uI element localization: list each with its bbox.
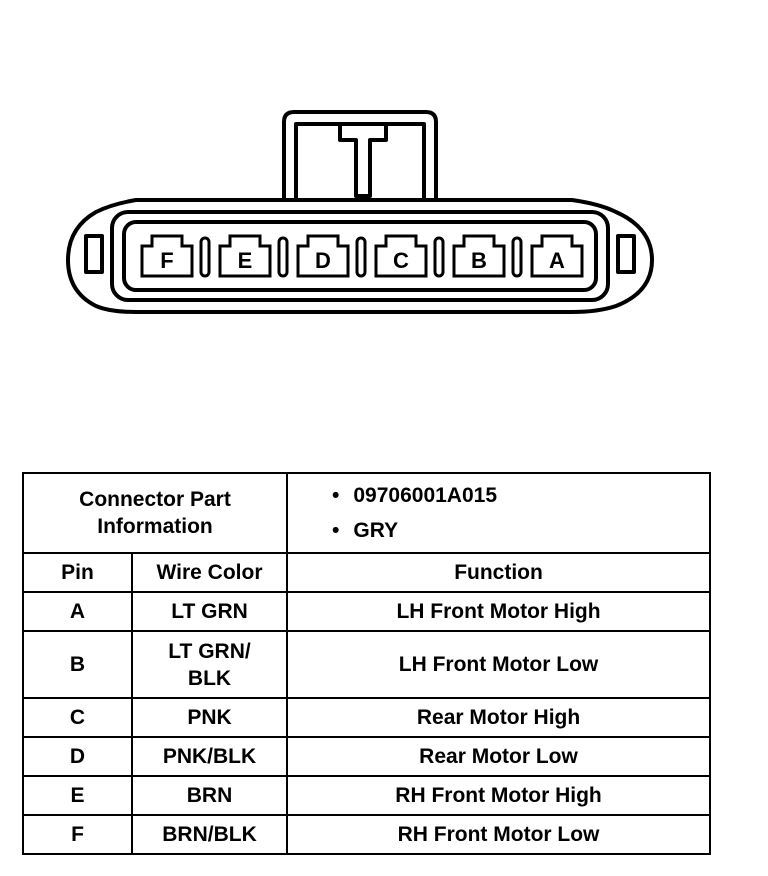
table-row: D PNK/BLK Rear Motor Low bbox=[22, 736, 712, 777]
pin-separator bbox=[355, 236, 367, 278]
part-number: 09706001A015 bbox=[332, 478, 709, 513]
function-cell: Rear Motor High bbox=[286, 697, 712, 738]
pin-separator bbox=[433, 236, 445, 278]
pin-cell: F bbox=[22, 814, 133, 855]
pin-cell: E bbox=[22, 775, 133, 816]
wire-color-cell: LT GRN bbox=[130, 591, 289, 632]
pin-label-a: A bbox=[549, 248, 565, 273]
connector-info-table: Connector Part Information 09706001A015 … bbox=[21, 472, 712, 855]
connector-part-information-label: Connector Part Information bbox=[21, 472, 289, 554]
pin-cell: C bbox=[22, 697, 133, 738]
pin-cell: D bbox=[22, 736, 133, 777]
pin-cavity-d bbox=[296, 234, 350, 278]
left-tab bbox=[84, 234, 104, 274]
pin-cavity-f bbox=[140, 234, 194, 278]
wire-color-cell: LT GRN/ BLK bbox=[130, 630, 289, 699]
pin-separator bbox=[199, 236, 211, 278]
connector-latch bbox=[282, 110, 438, 200]
pin-label-c: C bbox=[393, 248, 409, 273]
pin-cavity-e bbox=[218, 234, 272, 278]
table-row: A LT GRN LH Front Motor High bbox=[22, 591, 712, 632]
function-cell: RH Front Motor Low bbox=[286, 814, 712, 855]
pin-label-d: D bbox=[315, 248, 331, 273]
pin-label-b: B bbox=[471, 248, 487, 273]
wire-color-cell: PNK bbox=[130, 697, 289, 738]
function-cell: LH Front Motor Low bbox=[286, 630, 712, 699]
column-header-function: Function bbox=[286, 552, 712, 593]
pin-separator bbox=[277, 236, 289, 278]
column-header-wire-color: Wire Color bbox=[130, 552, 289, 593]
pin-cavity-b bbox=[452, 234, 506, 278]
wire-color-cell: BRN bbox=[130, 775, 289, 816]
pin-label-e: E bbox=[238, 248, 253, 273]
part-info-cell: 09706001A015 GRY bbox=[286, 472, 712, 554]
table-row: F BRN/BLK RH Front Motor Low bbox=[22, 814, 712, 855]
part-color: GRY bbox=[332, 513, 709, 548]
function-cell: LH Front Motor High bbox=[286, 591, 712, 632]
function-cell: Rear Motor Low bbox=[286, 736, 712, 777]
column-header-pin: Pin bbox=[22, 552, 133, 593]
pin-cavity-c bbox=[374, 234, 428, 278]
connector-housing bbox=[66, 198, 654, 314]
wire-color-cell: PNK/BLK bbox=[130, 736, 289, 777]
pin-cell: A bbox=[22, 591, 133, 632]
pin-cavity-a bbox=[530, 234, 584, 278]
table-row: C PNK Rear Motor High bbox=[22, 697, 712, 738]
table-row: B LT GRN/ BLK LH Front Motor Low bbox=[22, 630, 712, 699]
table-row: E BRN RH Front Motor High bbox=[22, 775, 712, 816]
function-cell: RH Front Motor High bbox=[286, 775, 712, 816]
pin-separator bbox=[511, 236, 523, 278]
connector-face bbox=[110, 210, 610, 302]
pin-cell: B bbox=[22, 630, 133, 699]
pin-label-f: F bbox=[160, 248, 173, 273]
right-tab bbox=[616, 234, 636, 274]
wire-color-cell: BRN/BLK bbox=[130, 814, 289, 855]
